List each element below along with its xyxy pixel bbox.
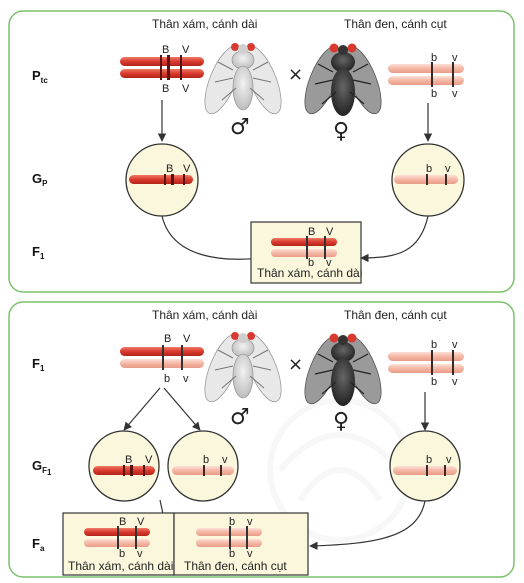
svg-text:b: b [203,454,209,466]
svg-text:v: v [183,373,189,385]
svg-text:V: V [182,83,190,95]
gamete-gf1-left-2: b v [167,430,239,502]
fly-female-dark [304,43,382,116]
arrow-left-to-gamete-1 [123,387,161,431]
svg-text:b: b [119,548,125,560]
male-symbol: ♂ [230,115,250,140]
svg-text:b: b [308,257,314,269]
gamete-gf1-right: b v [389,430,461,502]
female-symbol: ♀ [333,119,349,144]
offspring-f1-label: Thân xám, cánh dài [257,266,362,280]
offspring-fa-label-2: Thân đen, cánh cụt [184,559,287,573]
svg-text:V: V [145,454,153,466]
panel-top [8,10,515,293]
gamete-left-gp: B V [125,143,199,217]
row-label-gf1: GF1 [32,458,52,477]
row-label-fa: Fa [32,536,45,553]
gamete-right-gp: b v [391,143,465,217]
arrow-right-g-to-f1 [360,215,429,263]
offspring-fa-box-1: B V b v Thân xám, cánh dài [62,512,175,576]
svg-text:v: v [452,88,458,100]
row-label-f1-2: F1 [32,356,45,373]
row-label-gp: GP [32,171,48,188]
chromosome-pair-left-f1: B V b v [120,333,204,385]
svg-text:V: V [137,516,145,528]
svg-text:V: V [183,163,191,175]
offspring-f1-box: B V b v Thân xám, cánh dài [250,221,362,284]
arrow-left-g-to-f1 [161,215,262,263]
svg-text:B: B [166,163,173,175]
arrow-right-gamete-to-fa [309,500,426,550]
male-symbol-2: ♂ [230,405,250,430]
svg-text:b: b [426,163,432,175]
svg-text:B: B [162,44,169,56]
svg-text:V: V [326,226,334,238]
svg-text:v: v [452,339,458,351]
parent-right-label: Thân đen, cánh cụt [344,17,447,31]
svg-text:v: v [452,52,458,64]
svg-text:b: b [426,454,432,466]
svg-text:v: v [247,516,253,528]
gamete-gf1-left-1: B V [88,430,160,502]
chromosome-pair-left-p: B V B V [120,44,204,95]
row-label-f1: F1 [32,244,45,261]
cross-symbol-2: × [288,354,303,375]
svg-text:v: v [445,163,451,175]
parent-left-label-2: Thân xám, cánh dài [152,308,257,322]
svg-text:v: v [247,548,253,560]
fly-male-grey-2 [204,332,282,403]
svg-text:B: B [162,83,169,95]
svg-text:B: B [164,333,171,345]
chromosome-pair-right-p: b v b v [388,52,464,100]
svg-text:v: v [222,454,228,466]
svg-text:V: V [183,333,191,345]
offspring-fa-label-1: Thân xám, cánh dài [68,559,173,573]
parent-left-label: Thân xám, cánh dài [152,17,257,31]
fly-female-dark-2 [304,333,382,406]
parent-right-label-2: Thân đen, cánh cụt [344,308,447,322]
svg-text:B: B [308,226,315,238]
svg-text:V: V [182,44,190,56]
arrow-left-to-gamete-2 [163,387,201,431]
svg-text:b: b [164,373,170,385]
svg-text:b: b [229,516,235,528]
fly-male-grey [204,43,282,115]
svg-text:b: b [229,548,235,560]
arrow-gamete-to-fa-1 [159,499,164,515]
svg-text:B: B [119,516,126,528]
svg-text:v: v [326,257,332,269]
offspring-fa-box-2: b v b v Thân đen, cánh cụt [173,512,309,576]
chromosome-pair-right-f1: b v b v [388,339,464,388]
cross-symbol: × [288,64,303,85]
svg-text:b: b [431,52,437,64]
panel-bottom [8,301,515,578]
svg-text:v: v [446,454,452,466]
svg-text:b: b [431,88,437,100]
svg-text:v: v [137,548,143,560]
row-label-ptc: Ptc [32,68,48,85]
female-symbol-2: ♀ [333,409,349,434]
svg-text:v: v [452,376,458,388]
svg-text:b: b [431,339,437,351]
svg-text:B: B [125,454,132,466]
svg-text:b: b [431,376,437,388]
